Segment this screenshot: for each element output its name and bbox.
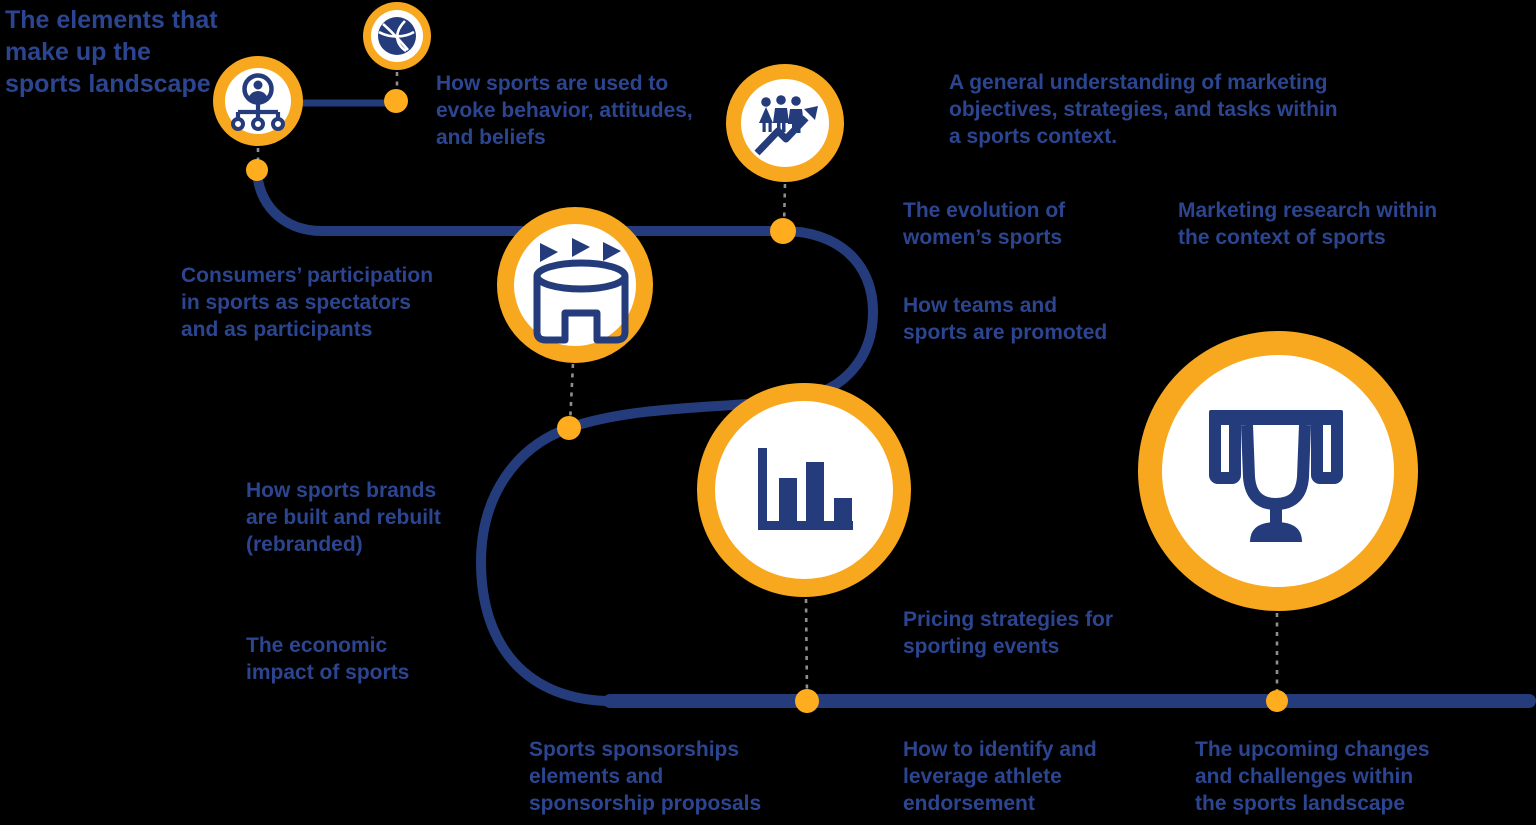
connector-stadium	[568, 363, 575, 424]
dot-trophy	[1266, 690, 1288, 712]
node-face	[1162, 355, 1394, 587]
label-behavior: How sports are used to evoke behavior, a…	[436, 72, 693, 149]
label-upcoming-changes: The upcoming changes and challenges with…	[1195, 738, 1430, 815]
dot-bar-chart	[795, 689, 819, 713]
milestone-dots	[246, 89, 1288, 713]
node-face	[715, 401, 893, 579]
node-statistics	[697, 383, 911, 597]
node-organization	[213, 56, 303, 146]
label-athlete-endorsement: How to identify and leverage athlete end…	[903, 738, 1097, 815]
dot-basketball	[384, 89, 408, 113]
node-championship	[1138, 331, 1418, 611]
label-sponsorships: Sports sponsorships elements and sponsor…	[529, 738, 762, 815]
intro-title: The elements that make up the sports lan…	[5, 6, 218, 98]
org-chart-icon	[231, 73, 285, 131]
dot-audience	[770, 218, 796, 244]
label-pricing: Pricing strategies for sporting events	[903, 608, 1114, 658]
stadium-icon	[533, 238, 629, 344]
label-womens-sports: The evolution of women’s sports	[903, 199, 1066, 249]
trophy-icon	[1209, 410, 1343, 542]
node-stadium	[497, 207, 653, 363]
node-basketball	[363, 2, 431, 70]
dot-stadium	[557, 416, 581, 440]
label-consumers-participation: Consumers’ participation in sports as sp…	[181, 264, 434, 341]
dot-org-chart	[246, 159, 268, 181]
label-economic-impact: The economic impact of sports	[246, 634, 410, 684]
node-audience-growth	[726, 64, 844, 182]
label-marketing-research: Marketing research within the context of…	[1178, 199, 1438, 249]
label-sports-brands: How sports brands are built and rebuilt …	[246, 479, 441, 556]
people-trend-up-icon	[754, 95, 818, 156]
bar-chart-icon	[758, 448, 853, 530]
connector-audience	[782, 183, 787, 227]
label-general-understanding: A general understanding of marketing obj…	[949, 71, 1338, 148]
basketball-icon	[378, 17, 416, 55]
connector-bar-chart	[804, 598, 809, 696]
label-teams-promoted: How teams and sports are promoted	[903, 294, 1108, 344]
